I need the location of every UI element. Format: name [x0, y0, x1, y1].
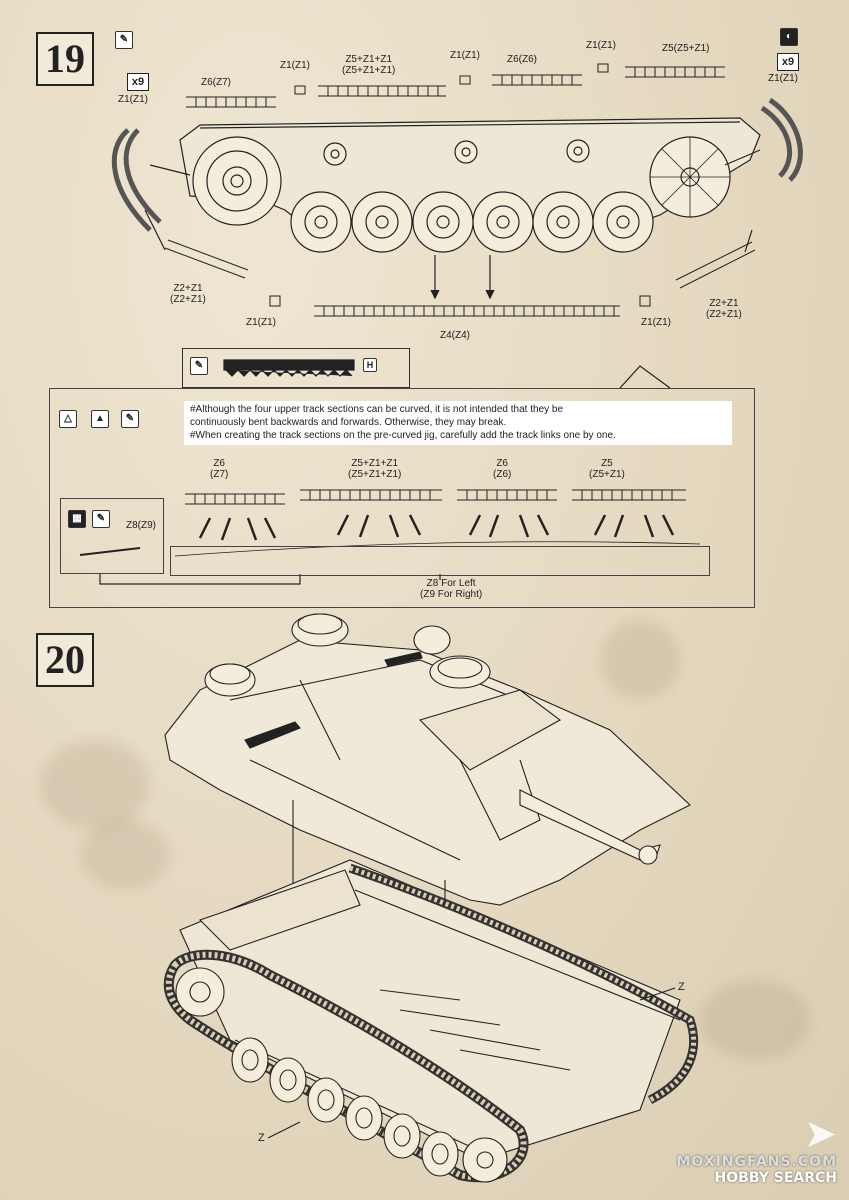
- track-label: Z4(Z4): [440, 330, 470, 341]
- jig-label: Z8 For Left (Z9 For Right): [420, 578, 483, 600]
- caution-note: #Although the four upper track sections …: [184, 401, 732, 445]
- track-label: Z5(Z5+Z1): [662, 43, 710, 54]
- track-label: Z1(Z1): [450, 50, 480, 61]
- jig-track-label: Z5+Z1+Z1 (Z5+Z1+Z1): [348, 458, 402, 480]
- quantity-badge: x9: [127, 73, 149, 91]
- note-line: #Although the four upper track sections …: [190, 404, 564, 415]
- track-label: Z: [678, 981, 685, 993]
- part-tag: H: [363, 358, 377, 372]
- glue-icon: ✎: [92, 510, 110, 528]
- note-line: continuously bent backwards and forwards…: [190, 417, 507, 428]
- watermark: ➤ MOXINGFANS.COM HOBBY SEARCH: [676, 1114, 837, 1186]
- paper-stain: [40, 740, 150, 830]
- jig-track-label: Z6 (Z6): [493, 458, 512, 480]
- track-label: Z1(Z1): [768, 73, 798, 84]
- part-detail-box: [182, 348, 410, 388]
- jig-track-label: Z6 (Z7): [210, 458, 229, 480]
- jig-part-box: [60, 498, 164, 574]
- track-label: Z2+Z1 (Z2+Z1): [170, 283, 206, 305]
- track-jig: [170, 546, 710, 576]
- cement-bottle-icon: △: [59, 410, 77, 428]
- glue-icon: ✎: [190, 357, 208, 375]
- watermark-site: MOXINGFANS.COM: [676, 1154, 837, 1170]
- track-label: Z6(Z7): [201, 77, 231, 88]
- paper-stain: [600, 620, 680, 700]
- quantity-badge: x9: [777, 53, 799, 71]
- track-label: Z1(Z1): [246, 317, 276, 328]
- glue-icon: ✎: [121, 410, 139, 428]
- track-label: Z1(Z1): [641, 317, 671, 328]
- flip-icon: ◐: [780, 28, 798, 46]
- step-20-number: 20: [36, 633, 94, 687]
- jig-part-label: Z8(Z9): [126, 520, 156, 531]
- jig-track-label: Z5 (Z5+Z1): [589, 458, 625, 480]
- watermark-brand: HOBBY SEARCH: [714, 1170, 837, 1186]
- paper-stain: [700, 980, 810, 1060]
- track-label: Z: [258, 1132, 265, 1144]
- track-label: Z5+Z1+Z1 (Z5+Z1+Z1): [342, 54, 396, 76]
- track-label: Z1(Z1): [280, 60, 310, 71]
- track-label: Z6(Z6): [507, 54, 537, 65]
- step-19-number: 19: [36, 32, 94, 86]
- paper-stain: [80, 820, 170, 890]
- brush-apply-icon: ▲: [91, 410, 109, 428]
- track-jig-callout: [49, 388, 755, 608]
- track-label: Z2+Z1 (Z2+Z1): [706, 298, 742, 320]
- note-line: #When creating the track sections on the…: [190, 430, 616, 441]
- cut-icon: ▦: [68, 510, 86, 528]
- glue-icon: ✎: [115, 31, 133, 49]
- paper-plane-icon: ➤: [803, 1111, 837, 1157]
- track-label: Z1(Z1): [586, 40, 616, 51]
- track-label: Z1(Z1): [118, 94, 148, 105]
